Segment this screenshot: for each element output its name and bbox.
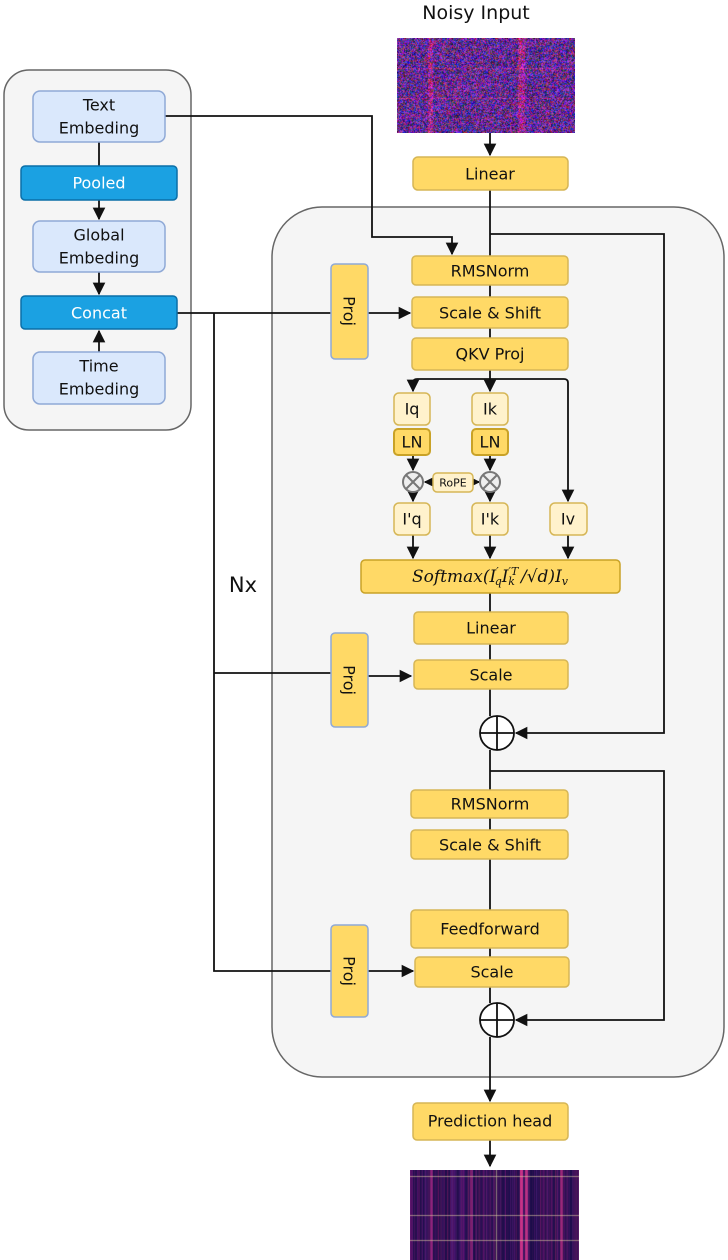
linear-box: Linear bbox=[414, 612, 568, 644]
repeat-label: Nx bbox=[229, 573, 257, 597]
rope-label: RoPE bbox=[439, 477, 467, 490]
pooled-label: Pooled bbox=[72, 174, 125, 193]
feedforward-box: Feedforward bbox=[411, 910, 568, 948]
iq-label: Iq bbox=[405, 400, 420, 419]
noisy-input-title: Noisy Input bbox=[422, 2, 530, 24]
qkv-proj-label: QKV Proj bbox=[456, 345, 525, 364]
rmsnorm-label-1: RMSNorm bbox=[451, 262, 530, 281]
rmsnorm-box-2: RMSNorm bbox=[411, 790, 568, 818]
prediction-head-box: Prediction head bbox=[413, 1103, 568, 1140]
global-embedding-label-1: Global bbox=[73, 226, 124, 245]
feedforward-label: Feedforward bbox=[440, 920, 540, 939]
iq-prime-box: I'q bbox=[394, 503, 430, 535]
scale-label-2: Scale bbox=[470, 963, 513, 982]
ik-prime-box: I'k bbox=[472, 503, 508, 535]
concat-box: Concat bbox=[21, 296, 177, 329]
add-icon-1 bbox=[480, 716, 514, 750]
ln-label-q: LN bbox=[402, 433, 423, 452]
scale-shift-label-1: Scale & Shift bbox=[439, 304, 541, 323]
softmax-attention-box: Softmax(I′qI′Tk/√d)Iv bbox=[361, 560, 620, 593]
iv-label: Iv bbox=[561, 510, 575, 529]
qkv-proj-box: QKV Proj bbox=[412, 338, 568, 370]
ik-label: Ik bbox=[483, 400, 498, 419]
add-icon-2 bbox=[480, 1003, 514, 1037]
linear-label: Linear bbox=[466, 619, 516, 638]
proj-box-3: Proj bbox=[331, 925, 368, 1017]
proj-label-3: Proj bbox=[340, 956, 359, 986]
proj-box-1: Proj bbox=[331, 264, 368, 359]
scale-box-2: Scale bbox=[415, 957, 569, 987]
rmsnorm-box-1: RMSNorm bbox=[412, 256, 568, 285]
global-embedding-label-2: Embeding bbox=[59, 249, 140, 268]
scale-label-1: Scale bbox=[469, 666, 512, 685]
rmsnorm-label-2: RMSNorm bbox=[451, 795, 530, 814]
softmax-formula: Softmax(I′qI′Tk/√d)Iv bbox=[412, 565, 569, 588]
input-linear-label: Linear bbox=[465, 165, 515, 184]
prediction-head-label: Prediction head bbox=[428, 1112, 553, 1131]
ln-box-q: LN bbox=[394, 429, 430, 455]
multiply-icon-k bbox=[480, 472, 500, 492]
text-embedding-box: Text Embeding bbox=[33, 91, 165, 142]
scale-box-1: Scale bbox=[414, 660, 568, 689]
ik-prime-label: I'k bbox=[481, 510, 500, 529]
concat-label: Concat bbox=[71, 304, 127, 323]
global-embedding-box: Global Embeding bbox=[33, 221, 165, 272]
ln-box-k: LN bbox=[472, 429, 508, 455]
rope-box: RoPE bbox=[433, 473, 473, 492]
ik-box: Ik bbox=[472, 393, 508, 425]
text-embedding-label-2: Embeding bbox=[59, 119, 140, 138]
multiply-icon-q bbox=[403, 472, 423, 492]
time-embedding-label-2: Embeding bbox=[59, 380, 140, 399]
text-embedding-label-1: Text bbox=[82, 96, 115, 115]
time-embedding-label-1: Time bbox=[78, 357, 118, 376]
proj-label-2: Proj bbox=[340, 665, 359, 695]
iq-box: Iq bbox=[394, 393, 430, 425]
scale-shift-box-2: Scale & Shift bbox=[411, 830, 568, 859]
time-embedding-box: Time Embeding bbox=[33, 352, 165, 404]
scale-shift-label-2: Scale & Shift bbox=[439, 836, 541, 855]
input-linear-box: Linear bbox=[413, 157, 568, 190]
iv-box: Iv bbox=[550, 503, 587, 535]
iq-prime-label: I'q bbox=[402, 510, 421, 529]
scale-shift-box-1: Scale & Shift bbox=[412, 297, 568, 328]
proj-box-2: Proj bbox=[331, 633, 368, 727]
pooled-box: Pooled bbox=[21, 166, 177, 200]
ln-label-k: LN bbox=[480, 433, 501, 452]
proj-label-1: Proj bbox=[340, 296, 359, 326]
